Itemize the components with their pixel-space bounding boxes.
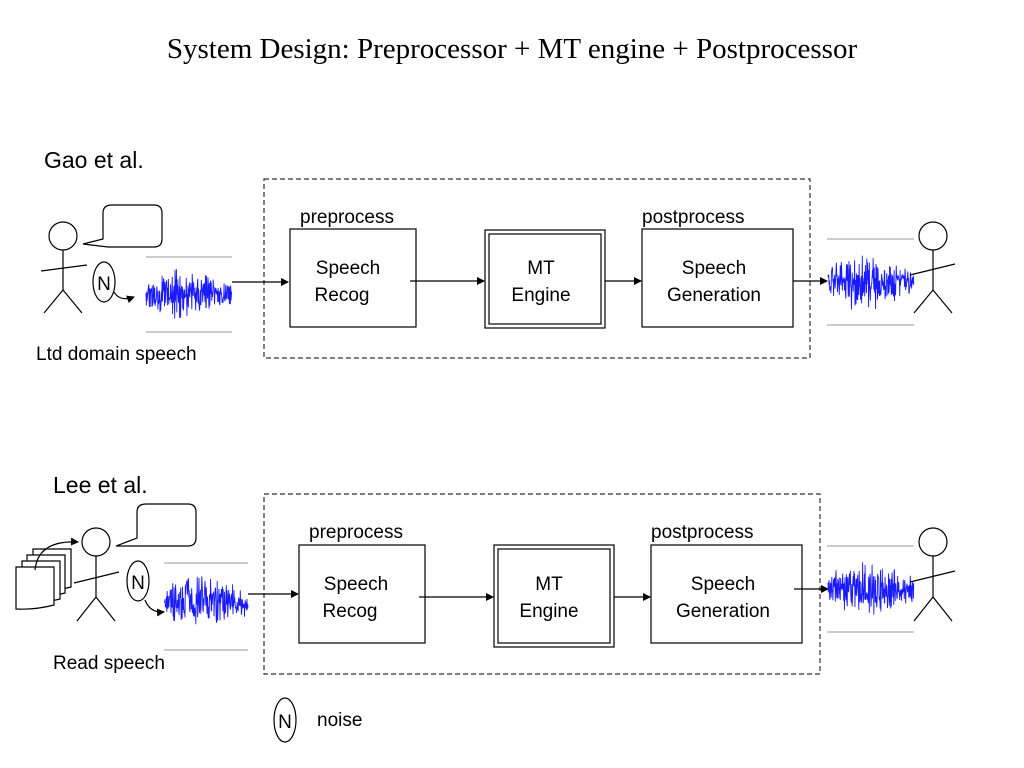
speech-recog-box: Speech Recog <box>289 228 417 328</box>
input-waveform <box>145 256 233 333</box>
waveform-trace <box>827 562 915 615</box>
legend-label: noise <box>317 710 362 731</box>
legend: N noise <box>273 697 362 743</box>
input-waveform <box>163 562 249 651</box>
svg-text:Engine: Engine <box>519 601 578 622</box>
output-waveform <box>827 238 915 326</box>
input-caption: Ltd domain speech <box>36 344 197 365</box>
speaker-figure <box>73 527 120 622</box>
listener-figure <box>909 221 956 314</box>
speech-generation-box: Speech Generation <box>641 228 794 328</box>
speech-generation-box: Speech Generation <box>650 544 803 644</box>
svg-text:Speech: Speech <box>316 258 380 279</box>
svg-text:Recog: Recog <box>323 601 378 622</box>
legend-symbol: N <box>278 712 292 733</box>
svg-text:Speech: Speech <box>324 574 388 595</box>
svg-text:MT: MT <box>535 574 563 595</box>
noise-symbol-label: N <box>131 573 145 594</box>
waveform-trace <box>827 255 915 310</box>
waveform-trace <box>163 576 249 625</box>
noise-symbol <box>92 261 116 303</box>
preprocess-label: preprocess <box>309 522 403 543</box>
waveform-trace <box>145 269 233 319</box>
postprocess-label: postprocess <box>651 522 753 543</box>
row-lee: Lee et al. N Read speech pr <box>15 472 956 675</box>
row-heading: Lee et al. <box>53 472 148 498</box>
speaker-figure <box>40 221 88 314</box>
row-gao: Gao et al. N Ltd domain speech preproces… <box>36 147 956 365</box>
input-caption: Read speech <box>53 653 165 674</box>
svg-text:Recog: Recog <box>315 285 370 306</box>
svg-text:Speech: Speech <box>682 258 746 279</box>
noise-symbol-label: N <box>97 274 111 295</box>
speech-bubble-icon <box>115 503 197 547</box>
svg-text:Generation: Generation <box>667 285 761 306</box>
mt-engine-box: MT Engine <box>484 229 606 329</box>
svg-text:Speech: Speech <box>691 574 755 595</box>
listener-figure <box>909 527 956 622</box>
system-boundary <box>263 178 811 359</box>
slide-title: System Design: Preprocessor + MT engine … <box>167 33 858 65</box>
svg-text:Generation: Generation <box>676 601 770 622</box>
noise-arrow <box>113 291 135 304</box>
speech-recog-box: Speech Recog <box>298 544 426 644</box>
postprocess-label: postprocess <box>642 207 744 228</box>
mt-engine-box: MT Engine <box>493 544 615 648</box>
documents-icon <box>15 537 79 610</box>
preprocess-label: preprocess <box>300 207 394 228</box>
row-heading: Gao et al. <box>44 147 144 173</box>
noise-arrow <box>144 599 165 617</box>
speech-bubble-icon <box>82 204 163 248</box>
legend-noise-symbol <box>273 697 297 743</box>
svg-text:MT: MT <box>527 258 555 279</box>
noise-symbol <box>126 560 150 602</box>
svg-text:Engine: Engine <box>511 285 570 306</box>
output-waveform <box>827 545 915 633</box>
